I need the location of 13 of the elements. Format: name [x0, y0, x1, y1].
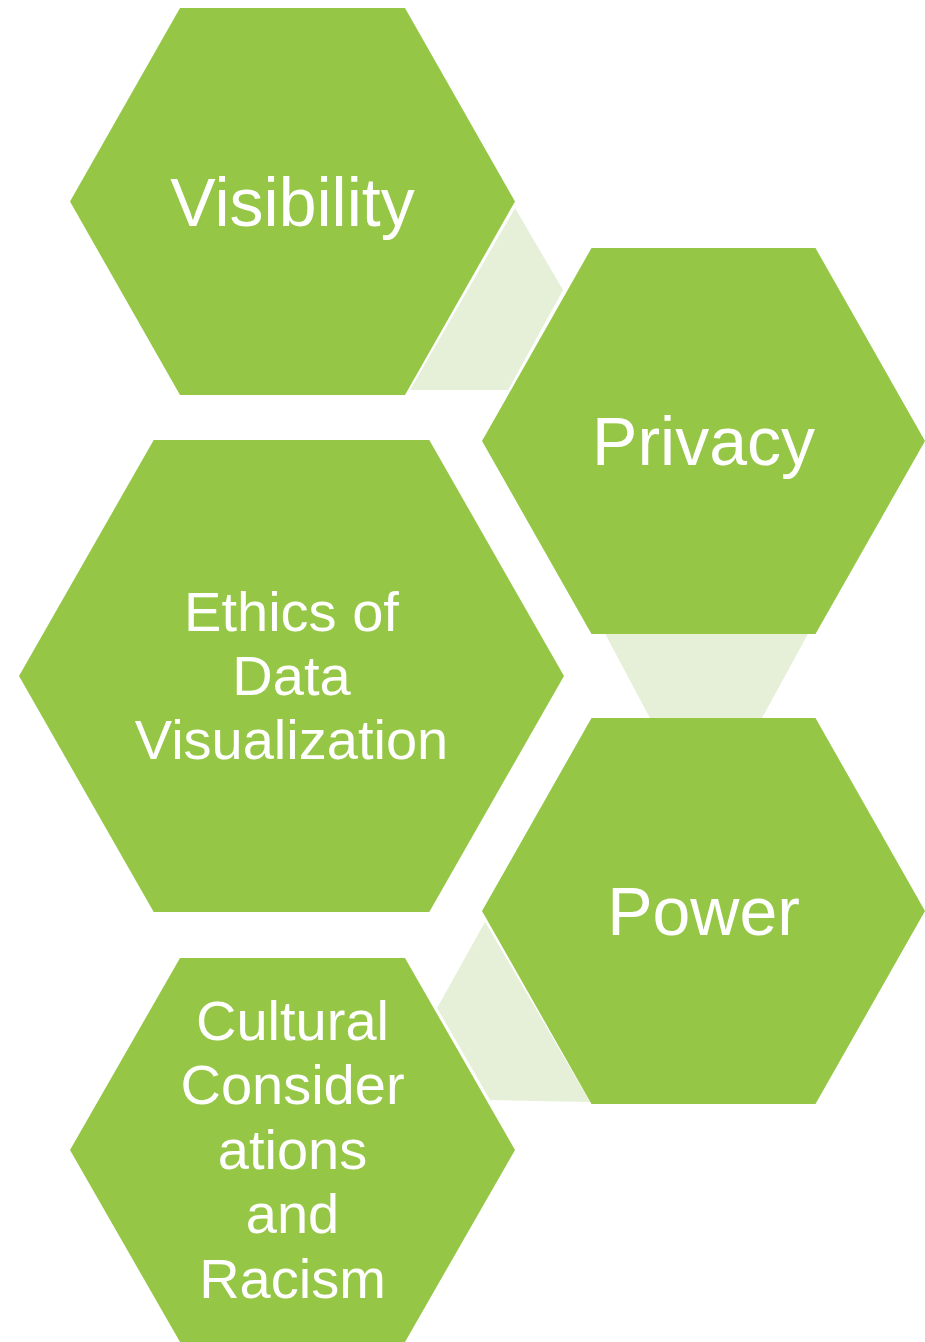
connector-band: [605, 634, 808, 718]
connector-band: [437, 921, 591, 1103]
hexagon-node: [70, 8, 515, 395]
hexagon-node: [70, 958, 515, 1342]
node-label: Cultural Considerations and Racism: [179, 989, 406, 1311]
node-label: Privacy: [591, 402, 816, 481]
hexagon-node: [19, 440, 564, 912]
node-label: Ethics of Data Visualization: [133, 579, 450, 773]
node-label: Visibility: [169, 162, 416, 241]
hexagon-node: [482, 718, 925, 1104]
hexagon-node: [482, 248, 925, 634]
connector-band: [410, 208, 564, 390]
node-label: Power: [606, 872, 801, 951]
